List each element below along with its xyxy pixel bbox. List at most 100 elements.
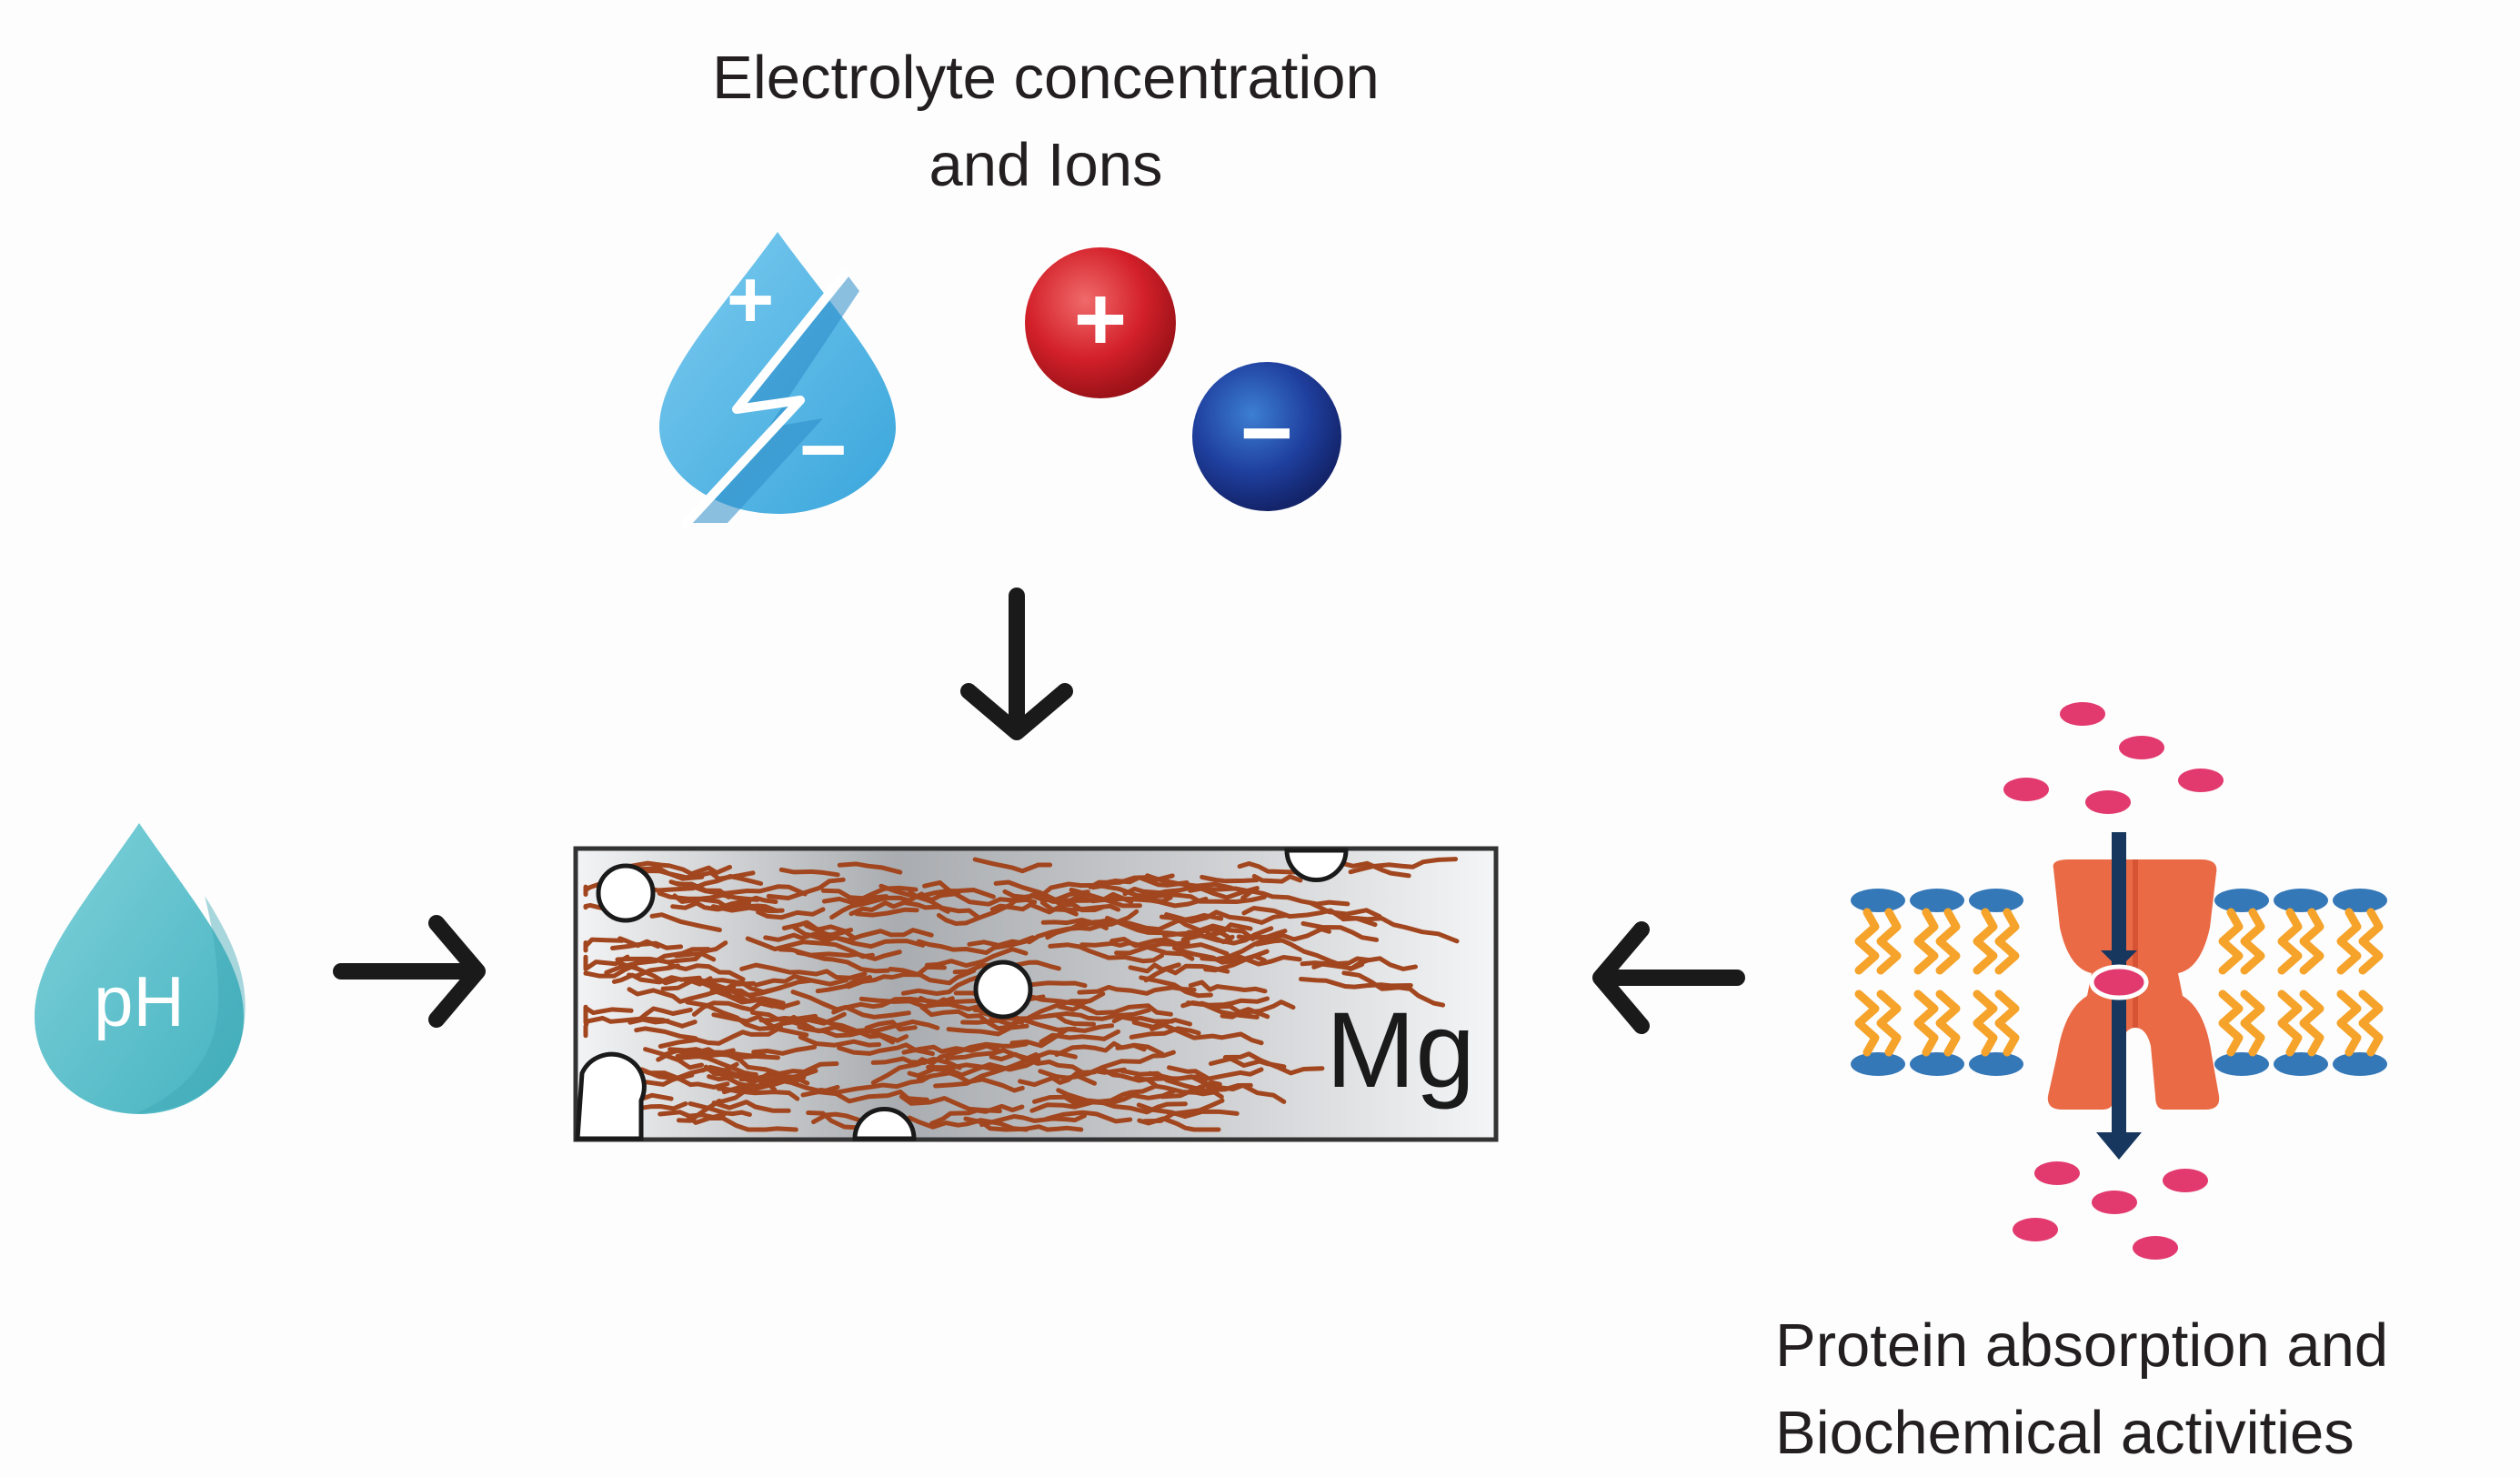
corrosion-fiber [756,907,826,920]
corrosion-fiber [1203,949,1270,973]
corrosion-fiber [1027,909,1140,945]
lipid-tail [2336,908,2362,975]
corrosion-fiber [1150,1022,1264,1046]
lipid-tail [2358,990,2384,1057]
corrosion-fiber [1057,1003,1173,1017]
lipid-tail [1913,990,1939,1057]
corrosion-fiber [805,928,934,943]
corrosion-fiber [1161,922,1253,939]
corrosion-fiber [753,974,815,988]
lipid-tail [1994,908,2020,975]
corrosion-fiber [1300,920,1380,942]
corrosion-fiber [846,964,947,990]
corrosion-fiber [711,1100,791,1113]
corrosion-fiber [1111,1014,1175,1024]
corrosion-fiber [1085,1050,1176,1077]
lipid-head [2214,1052,2269,1076]
corrosion-fiber [583,954,630,972]
corrosion-fiber [617,960,679,986]
corrosion-fiber [636,1006,693,1023]
corrosion-fiber [1209,1056,1287,1070]
lipid-tail [2218,908,2244,975]
corrosion-fiber [627,984,737,1004]
corrosion-fiber [617,936,661,950]
magnesium-block: Mg [573,846,1499,1142]
corrosion-fiber [1067,1089,1177,1106]
protein-molecule [2085,790,2131,814]
corrosion-fiber [750,1010,847,1026]
corrosion-fiber [674,880,808,897]
corrosion-fiber [900,971,991,996]
protein-molecule [2178,769,2224,792]
corrosion-fiber [695,977,800,1010]
lipid-tail [2240,908,2265,975]
lipid-tail [1935,908,1961,975]
transported-molecule [2089,964,2149,1000]
corrosion-fiber [583,879,626,897]
top-label-line-2: and Ions [929,131,1163,199]
corrosion-fiber [1145,873,1234,890]
lipid-head [1851,1052,1905,1076]
corrosion-fiber [1131,1018,1192,1030]
corrosion-fiber [1054,1040,1147,1058]
lipid-tail [2299,908,2324,975]
lipid-tail [2218,990,2244,1057]
corrosion-fiber [627,860,732,877]
lipid-tail [1994,990,2020,1057]
corrosion-fiber [739,962,868,980]
corrosion-fiber [1046,1008,1151,1021]
cation-icon: + [1025,247,1176,398]
corrosion-fiber [963,1116,1084,1132]
lipid-tail [1973,908,1998,975]
bottom-label-line-1: Protein absorption and [1775,1311,2389,1380]
corrosion-fiber [763,929,846,942]
top-label-line-1: Electrolyte concentration [712,44,1380,112]
corrosion-fiber [1188,980,1268,994]
protein-molecule [2133,1236,2178,1260]
corrosion-fiber [924,947,1029,969]
corrosion-fiber [811,1111,863,1125]
corrosion-fiber [766,877,846,900]
corrosion-fiber [691,1000,776,1017]
cation-sign: + [1074,268,1127,370]
corrosion-fiber [870,1056,962,1085]
lipid-head [2274,889,2328,912]
corrosion-fiber [1044,1110,1133,1124]
corrosion-fiber [668,962,746,982]
corrosion-fiber [922,879,1031,907]
corrosion-fiber [634,1026,698,1041]
pit [973,960,1033,1020]
cell-membrane [1851,832,2387,1160]
corrosion-fiber [946,1023,1029,1037]
corrosion-fiber [658,1025,783,1049]
pit [575,1051,647,1141]
corrosion-fiber [1114,939,1190,956]
lipid-tail [1854,990,1880,1057]
corrosion-fiber [972,857,1053,874]
right-arrow-icon [333,915,486,1028]
pit [596,863,656,923]
drop-plus-sign: + [727,255,775,346]
corrosion-fiber [944,1048,1039,1061]
corrosion-fiber [1200,874,1260,884]
corrosion-fiber [907,1115,1029,1132]
corrosion-fiber [1079,940,1195,961]
protein-molecule [2003,778,2049,801]
lipid-tail [2240,990,2265,1057]
protein-molecules [2003,702,2224,1260]
corrosion-fiber [1129,1026,1201,1040]
corrosion-fiber [1205,1082,1287,1104]
ph-label: pH [94,961,185,1041]
corrosion-fiber [899,1094,1002,1114]
electrolyte-drop-icon: + − [659,232,896,528]
corrosion-fiber [686,1114,798,1132]
corrosion-fiber [1299,977,1413,990]
corrosion-fiber [790,990,911,1020]
corrosion-fiber [649,912,722,932]
lipid-tail [1973,990,1998,1057]
corrosion-fiber [1220,1000,1296,1020]
lipid-tail [1854,908,1880,975]
corrosion-fiber [640,874,764,893]
lipid-head [1969,889,2023,912]
